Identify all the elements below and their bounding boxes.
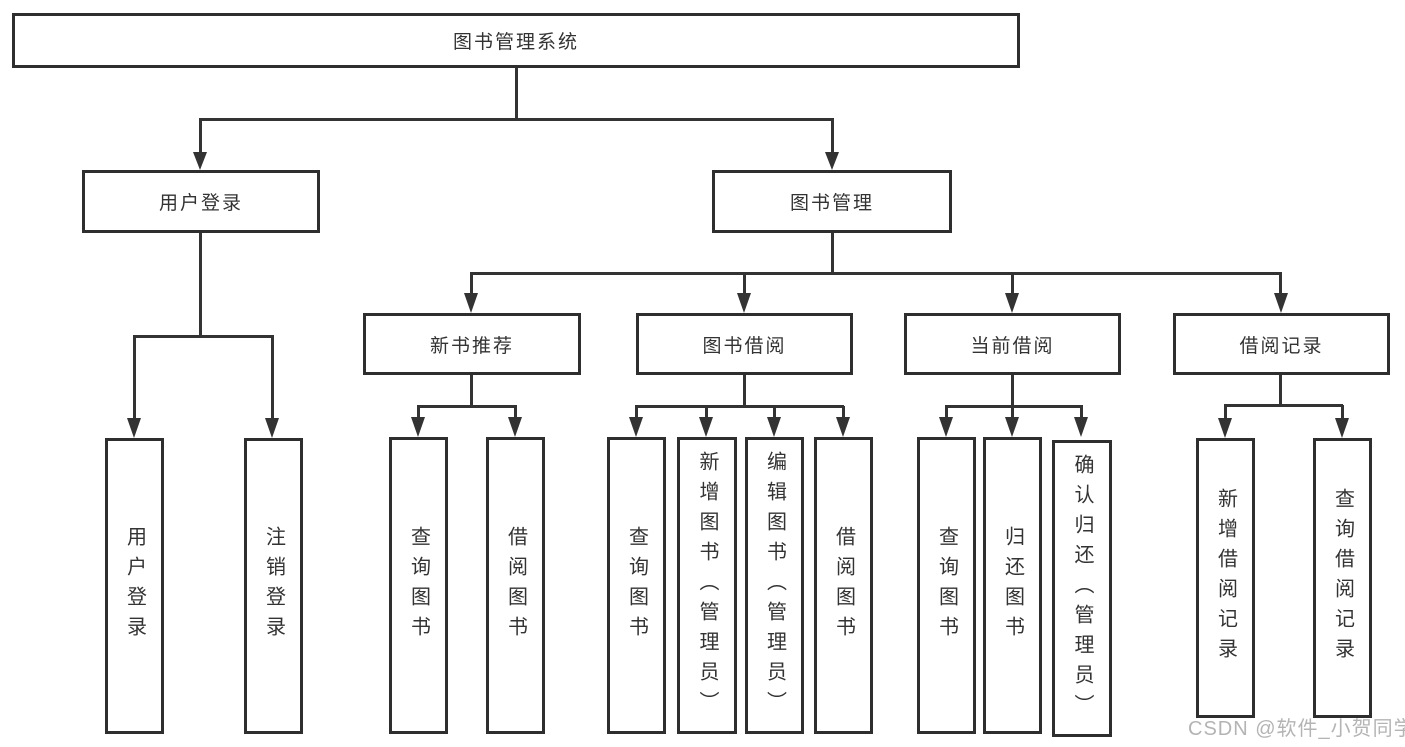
- connector-rec-drop-2: [514, 406, 517, 418]
- leaf-cb-return-books-label: 归还图书: [1001, 525, 1024, 646]
- arrow-br-leaf-2: [1335, 418, 1349, 438]
- arrow-to-user-login: [193, 152, 207, 170]
- leaf-bb-query-books: 查询图书: [607, 437, 666, 734]
- arrow-bb-leaf-2: [699, 417, 713, 437]
- leaf-bb-add-books-label: 新增图书（管理员）: [696, 450, 718, 721]
- arrow-bb-leaf-1: [629, 417, 643, 437]
- connector-rec-hline: [417, 405, 517, 408]
- arrow-rec-leaf-1: [411, 417, 425, 437]
- leaf-cb-query-books-label: 查询图书: [935, 525, 958, 646]
- arrow-to-book-mgmt: [825, 152, 839, 170]
- leaf-user-login-label: 用户登录: [123, 526, 146, 646]
- connector-bb-drop-2: [705, 406, 708, 418]
- connector-br-stem: [1279, 375, 1282, 406]
- connector-user-hline: [133, 335, 274, 338]
- node-borrow-record-label: 借阅记录: [1239, 335, 1324, 357]
- leaf-bb-edit-books: 编辑图书（管理员）: [745, 437, 804, 734]
- connector-book-stem: [831, 233, 834, 274]
- connector-level1-drop-right: [831, 120, 834, 152]
- node-root-label: 图书管理系统: [452, 32, 579, 53]
- arrow-rec-leaf-2: [508, 417, 522, 437]
- arrow-bb-leaf-4: [836, 417, 850, 437]
- node-new-book-rec-label: 新书推荐: [429, 335, 514, 357]
- leaf-bb-edit-books-label: 编辑图书（管理员）: [763, 450, 786, 721]
- connector-bb-hline: [635, 405, 844, 408]
- connector-rec-drop-1: [417, 406, 420, 418]
- connector-user-drop-1: [133, 337, 136, 419]
- leaf-cb-confirm-return-label: 确认归还（管理员）: [1071, 453, 1093, 724]
- connector-l3-drop-4: [1279, 274, 1282, 295]
- arrow-cb-leaf-1: [939, 417, 953, 437]
- arrow-to-borrow-record: [1274, 293, 1288, 313]
- arrow-bb-leaf-3: [767, 417, 781, 437]
- leaf-rec-query-books: 查询图书: [389, 437, 448, 734]
- connector-rec-stem: [470, 375, 473, 407]
- connector-l3-drop-1: [470, 274, 473, 295]
- arrow-cb-leaf-3: [1074, 417, 1088, 437]
- node-new-book-rec: 新书推荐: [363, 313, 581, 375]
- connector-bb-drop-3: [773, 406, 776, 418]
- leaf-logout-label: 注销登录: [262, 526, 285, 646]
- csdn-watermark: CSDN @软件_小贺同学: [1188, 718, 1405, 740]
- leaf-br-query-record: 查询借阅记录: [1313, 438, 1372, 718]
- leaf-rec-borrow-books-label: 借阅图书: [504, 525, 527, 646]
- node-book-mgmt-label: 图书管理: [789, 193, 874, 214]
- leaf-br-add-record-label: 新增借阅记录: [1214, 488, 1237, 668]
- connector-level1-drop-left: [199, 120, 202, 152]
- arrow-to-leaf-logout: [265, 418, 279, 438]
- connector-l3-drop-3: [1011, 274, 1014, 295]
- node-book-mgmt: 图书管理: [712, 170, 952, 233]
- leaf-bb-query-books-label: 查询图书: [625, 525, 648, 646]
- node-borrow-record: 借阅记录: [1173, 313, 1390, 375]
- connector-cb-drop-1: [945, 406, 948, 418]
- connector-bb-drop-4: [842, 406, 845, 418]
- leaf-logout: 注销登录: [244, 438, 303, 734]
- arrow-to-current-borrow: [1005, 293, 1019, 313]
- leaf-cb-confirm-return: 确认归还（管理员）: [1052, 440, 1112, 737]
- leaf-br-query-record-label: 查询借阅记录: [1331, 488, 1354, 668]
- arrow-br-leaf-1: [1218, 418, 1232, 438]
- node-current-borrow-label: 当前借阅: [970, 335, 1055, 357]
- arrow-to-new-book-rec: [464, 293, 478, 313]
- node-user-login-label: 用户登录: [158, 193, 243, 214]
- node-current-borrow: 当前借阅: [904, 313, 1121, 375]
- leaf-bb-borrow-books: 借阅图书: [814, 437, 873, 734]
- arrow-to-leaf-user-login: [127, 418, 141, 438]
- connector-cb-drop-3: [1080, 406, 1083, 418]
- connector-user-stem: [199, 233, 202, 337]
- leaf-rec-borrow-books: 借阅图书: [486, 437, 545, 734]
- node-book-borrow-label: 图书借阅: [702, 335, 787, 357]
- connector-level1-hline: [199, 118, 834, 121]
- connector-book-hline: [470, 272, 1282, 275]
- node-user-login: 用户登录: [82, 170, 320, 233]
- leaf-bb-borrow-books-label: 借阅图书: [832, 525, 855, 646]
- leaf-cb-return-books: 归还图书: [983, 437, 1042, 734]
- arrow-to-book-borrow: [737, 293, 751, 313]
- node-root: 图书管理系统: [12, 13, 1020, 68]
- connector-br-drop-1: [1224, 405, 1227, 419]
- leaf-bb-add-books: 新增图书（管理员）: [677, 437, 737, 734]
- leaf-rec-query-books-label: 查询图书: [407, 525, 430, 646]
- leaf-user-login: 用户登录: [105, 438, 164, 734]
- connector-bb-stem: [743, 375, 746, 407]
- node-book-borrow: 图书借阅: [636, 313, 853, 375]
- connector-l3-drop-2: [743, 274, 746, 295]
- connector-cb-drop-2: [1011, 406, 1014, 418]
- connector-user-drop-2: [271, 337, 274, 419]
- connector-cb-stem: [1011, 375, 1014, 407]
- connector-br-drop-2: [1341, 405, 1344, 419]
- connector-br-hline: [1224, 404, 1343, 407]
- arrow-cb-leaf-2: [1005, 417, 1019, 437]
- connector-root-stem: [515, 68, 518, 120]
- leaf-br-add-record: 新增借阅记录: [1196, 438, 1255, 718]
- connector-cb-hline: [945, 405, 1083, 408]
- leaf-cb-query-books: 查询图书: [917, 437, 976, 734]
- connector-bb-drop-1: [635, 406, 638, 418]
